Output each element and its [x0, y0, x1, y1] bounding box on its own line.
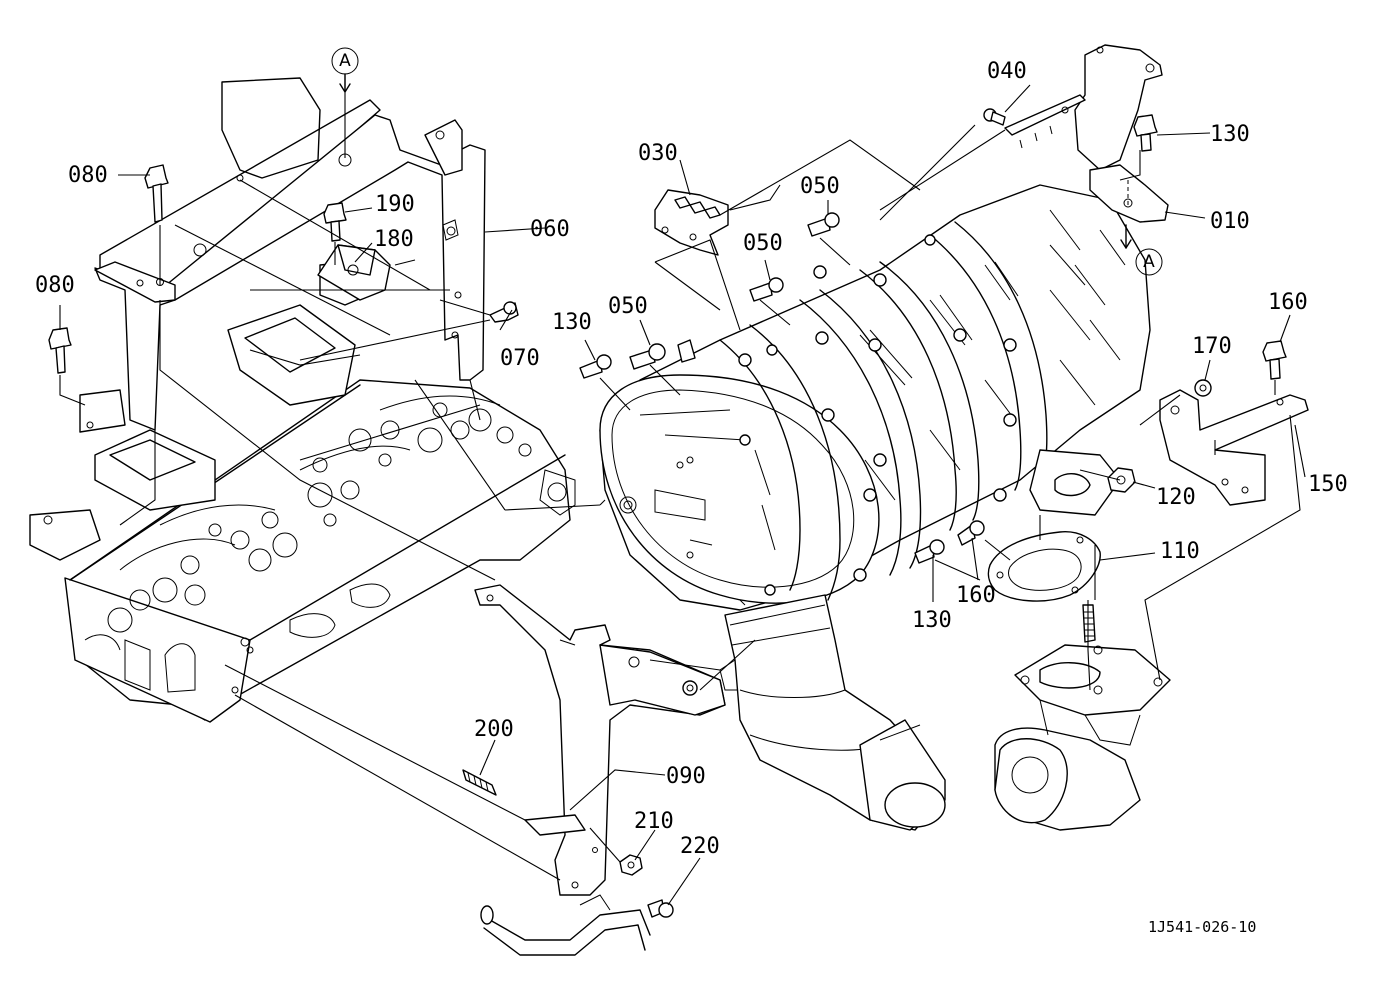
label-160-a: 160	[956, 583, 996, 608]
label-leaders	[59, 47, 1306, 906]
label-080-b: 080	[35, 273, 75, 298]
label-120: 120	[1156, 485, 1196, 510]
label-030: 030	[638, 141, 678, 166]
label-190: 190	[375, 192, 415, 217]
label-210: 210	[634, 809, 674, 834]
fasteners	[48, 108, 1287, 918]
bracket-010	[1004, 44, 1169, 223]
callout-labels: 010 030 040 050 050 050 060 070 080 080 …	[35, 51, 1348, 936]
label-040: 040	[987, 59, 1027, 84]
label-060: 060	[530, 217, 570, 242]
label-200: 200	[474, 717, 514, 742]
drawing-reference: 1J541-026-10	[1148, 918, 1256, 936]
label-070: 070	[500, 346, 540, 371]
label-130-a: 130	[552, 310, 592, 335]
label-180: 180	[374, 227, 414, 252]
label-170: 170	[1192, 334, 1232, 359]
gasket-110	[987, 531, 1101, 602]
outlet-flange	[994, 644, 1171, 831]
label-050-c: 050	[608, 294, 648, 319]
label-130-c: 130	[1210, 122, 1250, 147]
cylinder-head	[29, 259, 576, 723]
label-160-b: 160	[1268, 290, 1308, 315]
label-050-a: 050	[800, 174, 840, 199]
bracket-030	[654, 189, 729, 256]
stud-bolt	[1082, 604, 1096, 643]
assembly-lines	[59, 75, 1301, 881]
label-080-a: 080	[68, 163, 108, 188]
label-130-b: 130	[912, 608, 952, 633]
marker-a-top: A	[339, 51, 351, 71]
upper-bracket-frame	[79, 77, 486, 433]
label-150: 150	[1308, 472, 1348, 497]
marker-a-right: A	[1143, 252, 1155, 272]
dpf-muffler-assembly	[599, 184, 1151, 611]
coolant-pipe	[480, 894, 651, 956]
label-220: 220	[680, 834, 720, 859]
bracket-090	[474, 584, 726, 896]
label-110: 110	[1160, 539, 1200, 564]
label-010: 010	[1210, 209, 1250, 234]
label-050-b: 050	[743, 231, 783, 256]
flex-pipe-elbow	[719, 594, 946, 831]
label-090: 090	[666, 764, 706, 789]
